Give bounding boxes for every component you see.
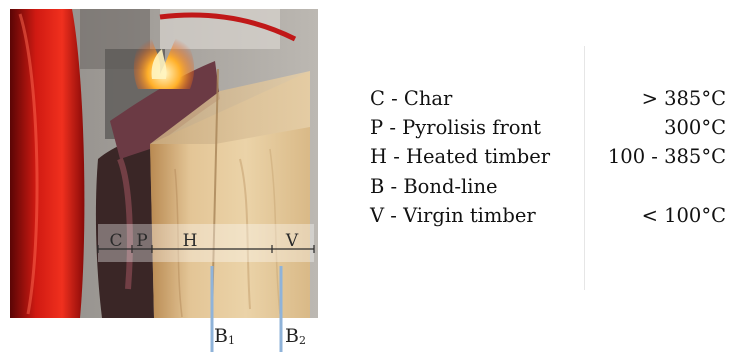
zone-label-heated: H — [183, 231, 198, 251]
radiant-heater — [10, 9, 84, 318]
legend-label: H - Heated timber — [370, 145, 550, 168]
legend-label: V - Virgin timber — [370, 204, 536, 227]
legend-row-heated: H - Heated timber 100 - 385°C — [370, 145, 726, 174]
zone-band — [98, 224, 314, 262]
legend-label: P - Pyrolisis front — [370, 116, 541, 139]
legend-row-char: C - Char > 385°C — [370, 87, 726, 116]
fire-test-photo: C P H V — [10, 9, 318, 318]
zone-label-char: C — [109, 231, 122, 251]
legend-temperature: 100 - 385°C — [608, 145, 726, 168]
legend-row-virgin: V - Virgin timber < 100°C — [370, 204, 726, 233]
bondline-1-label: B1 — [214, 327, 235, 346]
legend-row-bondline: B - Bond-line — [370, 175, 726, 204]
bondline-2-label: B2 — [285, 327, 306, 346]
legend-label: C - Char — [370, 87, 452, 110]
legend-label: B - Bond-line — [370, 175, 498, 198]
legend-temperature: > 385°C — [642, 87, 726, 110]
legend-temperature: < 100°C — [642, 204, 726, 227]
zone-label-pyrolysis: P — [136, 231, 147, 251]
photo-illustration: C P H V — [10, 9, 318, 318]
legend-row-pyrolysis: P - Pyrolisis front 300°C — [370, 116, 726, 145]
legend-temperature: 300°C — [664, 116, 726, 139]
zone-label-virgin: V — [285, 231, 299, 251]
legend: C - Char > 385°C P - Pyrolisis front 300… — [370, 87, 726, 233]
